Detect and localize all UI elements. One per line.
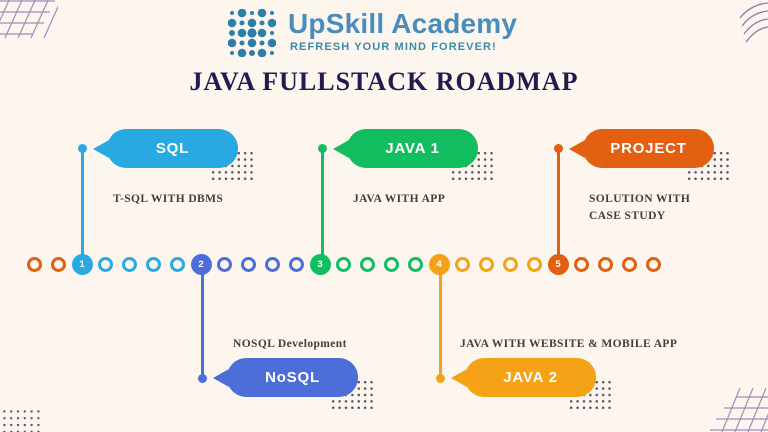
timeline-dot	[288, 256, 304, 272]
timeline-dot	[621, 256, 637, 272]
milestone-label: PROJECT	[610, 140, 687, 157]
brand-tagline: REFRESH YOUR MIND FOREVER!	[290, 41, 497, 53]
timeline-dot	[598, 256, 614, 272]
timeline-dot	[383, 256, 399, 272]
upskill-logo-icon	[228, 9, 276, 57]
timeline-dot	[526, 256, 542, 272]
connector-endpoint	[435, 374, 445, 383]
timeline-dot	[264, 256, 280, 272]
connector-endpoint	[197, 374, 207, 383]
milestone-label: NoSQL	[265, 369, 320, 386]
lattice-pattern-top-left	[0, 0, 58, 38]
bubble-tail	[213, 368, 229, 387]
brand-name: UpSkill Academy	[288, 8, 518, 39]
lattice-pattern-bottom-right	[710, 388, 768, 432]
milestone-description: SOLUTION WITH CASE STUDY	[589, 193, 691, 223]
timeline-dot	[455, 256, 471, 272]
arc-lines-top-right	[739, 2, 768, 43]
milestone-description: T-SQL WITH DBMS	[113, 193, 224, 205]
connector-line	[201, 264, 204, 378]
timeline-dot	[145, 256, 161, 272]
timeline-dot	[645, 256, 661, 272]
dot-decoration	[568, 379, 613, 411]
milestone-label: SQL	[155, 140, 190, 157]
timeline-dot	[574, 256, 590, 272]
connector-endpoint	[77, 144, 87, 153]
timeline-dot	[336, 256, 352, 272]
timeline-milestone-4: 4	[428, 253, 450, 275]
milestone-bubble-java2: JAVA 2	[451, 358, 596, 397]
timeline-dot	[217, 256, 233, 272]
milestone-label: JAVA 2	[503, 369, 558, 386]
connector-line	[439, 264, 442, 378]
connector-line	[81, 149, 84, 264]
dot-decoration	[330, 379, 375, 411]
timeline-milestone-3: 3	[309, 253, 331, 275]
page-title: JAVA FULLSTACK ROADMAP	[189, 67, 579, 96]
dot-grid-bottom-left	[1, 408, 43, 432]
milestone-label: JAVA 1	[385, 140, 440, 157]
connector-line	[557, 149, 560, 264]
milestone-bubble-project: PROJECT	[569, 129, 714, 168]
connector-line	[321, 149, 324, 264]
dot-decoration	[686, 150, 731, 182]
connector-endpoint	[317, 144, 327, 153]
dot-decoration	[210, 150, 255, 182]
timeline-dot	[169, 256, 185, 272]
milestone-description: NOSQL Development	[233, 338, 347, 350]
timeline-dot	[26, 256, 42, 272]
timeline-dot	[241, 256, 257, 272]
dot-decoration	[450, 150, 495, 182]
timeline-dot	[360, 256, 376, 272]
timeline-dot	[407, 256, 423, 272]
timeline-milestone-5: 5	[547, 253, 569, 275]
timeline-milestone-2: 2	[190, 253, 212, 275]
timeline-dot	[479, 256, 495, 272]
timeline-milestone-1: 1	[71, 253, 93, 275]
bubble-tail	[451, 368, 467, 387]
milestone-description: JAVA WITH WEBSITE & MOBILE APP	[460, 338, 678, 350]
bubble-tail	[569, 139, 585, 158]
milestone-bubble-java1: JAVA 1	[333, 129, 478, 168]
connector-endpoint	[553, 144, 563, 153]
milestone-bubble-sql: SQL	[93, 129, 238, 168]
timeline-dot	[502, 256, 518, 272]
timeline-dot	[122, 256, 138, 272]
bubble-tail	[333, 139, 349, 158]
timeline-dot	[50, 256, 66, 272]
timeline-dot	[98, 256, 114, 272]
bubble-tail	[93, 139, 109, 158]
milestone-bubble-nosql: NoSQL	[213, 358, 358, 397]
milestone-description: JAVA WITH APP	[353, 193, 446, 205]
